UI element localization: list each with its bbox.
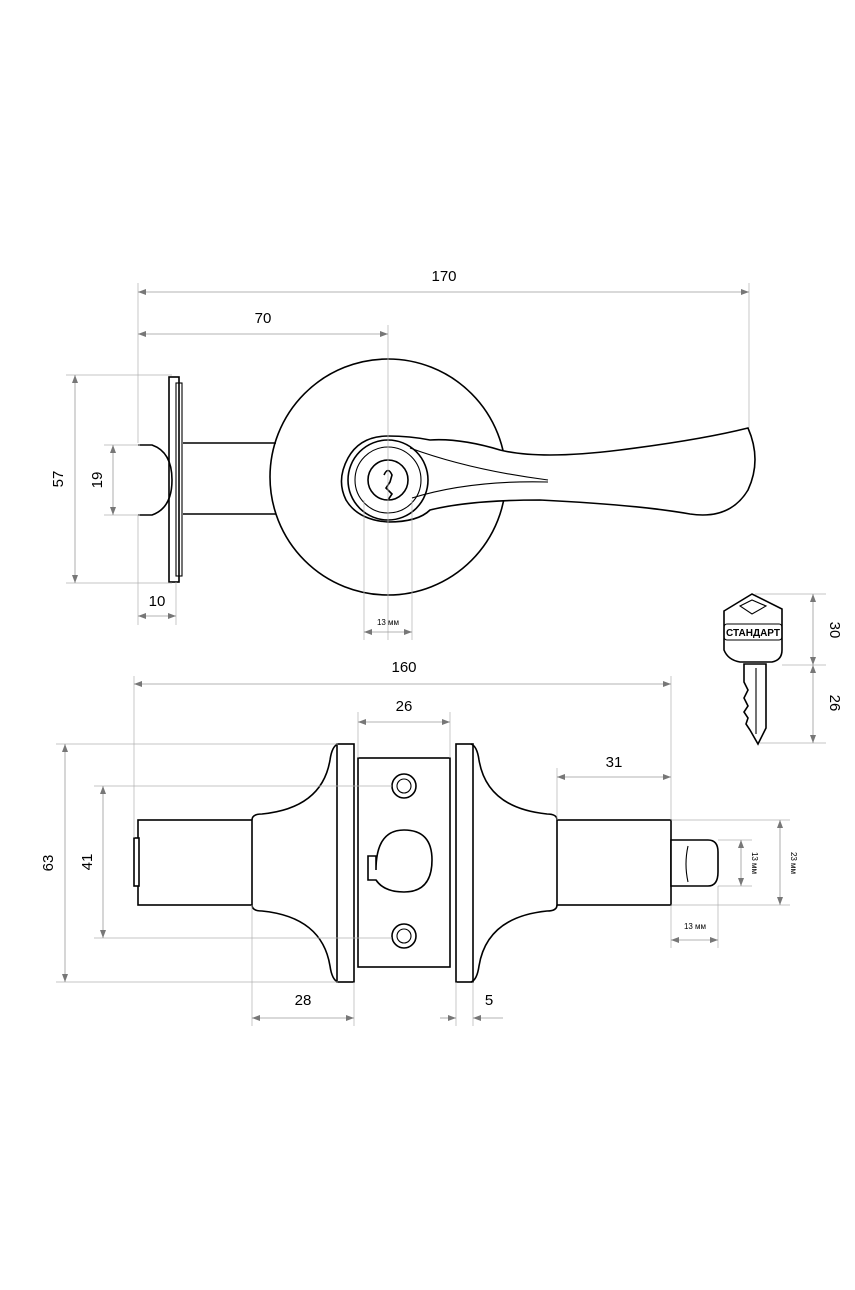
dim-63: 63 bbox=[40, 855, 57, 872]
right-rosette-plate bbox=[455, 743, 474, 983]
key-label-plate bbox=[723, 623, 783, 641]
key-head-outline bbox=[723, 593, 783, 663]
dim-23mm: 23 мм bbox=[789, 852, 798, 874]
left-flare bbox=[251, 743, 339, 983]
dim-70: 70 bbox=[255, 310, 272, 327]
key: СТАНДАРТ 30 26 bbox=[723, 593, 843, 746]
key-head-inner bbox=[738, 599, 768, 615]
dim-13mm-top: 13 мм bbox=[377, 618, 399, 627]
back-button-outline bbox=[138, 444, 173, 516]
key-brand-label: СТАНДАРТ bbox=[726, 628, 780, 639]
left-end-tab bbox=[133, 837, 140, 887]
lever-handle bbox=[340, 427, 756, 523]
right-flare bbox=[470, 743, 558, 983]
left-rosette-plate bbox=[336, 743, 355, 983]
mounting-plate-inner bbox=[175, 382, 183, 577]
dim-26-key: 26 bbox=[826, 695, 843, 712]
dim-10: 10 bbox=[149, 593, 166, 610]
dim-28: 28 bbox=[295, 992, 312, 1009]
bottom-view: 160 26 63 41 31 28 5 13 мм 23 мм bbox=[40, 659, 798, 1026]
screw-hole-bottom bbox=[391, 923, 417, 949]
key-blade bbox=[743, 663, 767, 746]
dim-57: 57 bbox=[50, 471, 67, 488]
neck-outline bbox=[183, 442, 276, 515]
top-view: 170 70 57 19 10 13 мм bbox=[50, 268, 756, 640]
dim-13mm-width: 13 мм bbox=[684, 922, 706, 931]
dim-26-latch: 26 bbox=[396, 698, 413, 715]
left-knob-cylinder bbox=[137, 819, 253, 906]
latch-bolt bbox=[367, 829, 433, 893]
dim-19: 19 bbox=[89, 472, 106, 489]
mounting-plate bbox=[168, 376, 180, 583]
dim-31: 31 bbox=[606, 754, 623, 771]
right-knob-cylinder bbox=[556, 819, 672, 906]
dim-41: 41 bbox=[79, 854, 96, 871]
dim-30: 30 bbox=[826, 622, 843, 639]
keyhole-icon bbox=[383, 469, 394, 501]
dim-5: 5 bbox=[485, 992, 493, 1009]
thumb-button bbox=[670, 839, 719, 887]
dim-160: 160 bbox=[391, 659, 416, 676]
dim-170: 170 bbox=[431, 268, 456, 285]
dim-13mm-button: 13 мм bbox=[750, 852, 759, 874]
